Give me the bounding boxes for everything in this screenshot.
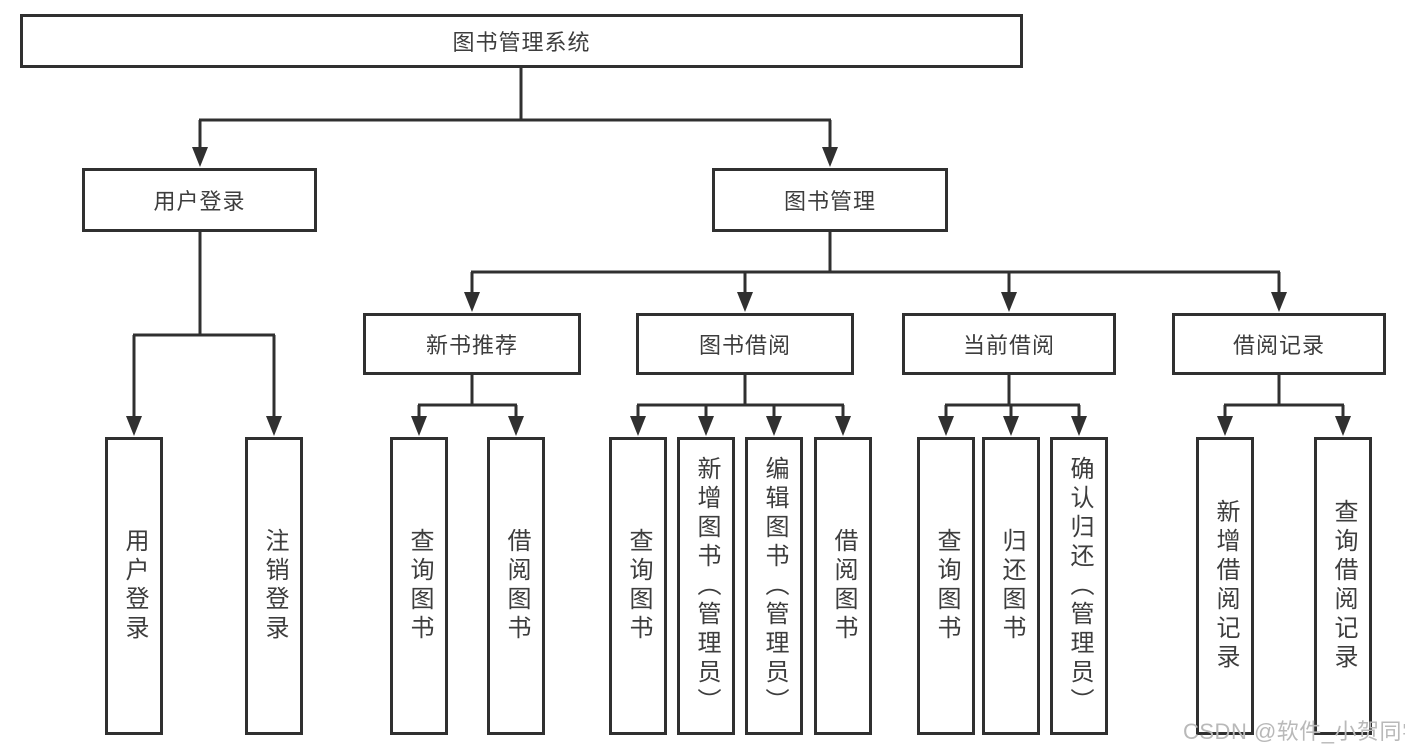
node-book-borrow-label: 图书借阅 [698, 333, 791, 358]
node-return-books: 归还图书 [982, 437, 1040, 735]
node-edit-books-admin-label: 编辑图书（管理员） [761, 455, 788, 717]
node-user-login-label: 用户登录 [153, 189, 246, 214]
node-query-books-borrow: 查询图书 [609, 437, 667, 735]
node-logout-leaf: 注销登录 [245, 437, 303, 735]
node-borrow-records: 借阅记录 [1172, 313, 1386, 375]
node-add-borrow-record-label: 新增借阅记录 [1212, 499, 1239, 673]
node-return-books-label: 归还图书 [998, 528, 1025, 644]
csdn-watermark: CSDN @软件_小贺同学 [1183, 719, 1405, 744]
node-query-books-recommend-label: 查询图书 [406, 528, 433, 644]
node-borrow-records-label: 借阅记录 [1232, 333, 1325, 358]
node-book-management: 图书管理 [712, 168, 948, 232]
node-add-books-admin: 新增图书（管理员） [677, 437, 735, 735]
node-user-login-leaf-label: 用户登录 [121, 528, 148, 644]
node-current-borrow-label: 当前借阅 [962, 333, 1055, 358]
node-borrow-books-recommend: 借阅图书 [487, 437, 545, 735]
node-query-borrow-record-label: 查询借阅记录 [1330, 499, 1357, 673]
node-add-borrow-record: 新增借阅记录 [1196, 437, 1254, 735]
node-query-books-current: 查询图书 [917, 437, 975, 735]
node-borrow-books-leaf: 借阅图书 [814, 437, 872, 735]
node-query-books-recommend: 查询图书 [390, 437, 448, 735]
node-query-borrow-record: 查询借阅记录 [1314, 437, 1372, 735]
node-query-books-borrow-label: 查询图书 [625, 528, 652, 644]
node-library-system-label: 图书管理系统 [452, 30, 591, 55]
node-user-login: 用户登录 [82, 168, 317, 232]
node-user-login-leaf: 用户登录 [105, 437, 163, 735]
node-add-books-admin-label: 新增图书（管理员） [693, 455, 720, 717]
node-book-borrow: 图书借阅 [636, 313, 854, 375]
node-current-borrow: 当前借阅 [902, 313, 1116, 375]
node-borrow-books-recommend-label: 借阅图书 [503, 528, 530, 644]
node-borrow-books-leaf-label: 借阅图书 [830, 528, 857, 644]
node-query-books-current-label: 查询图书 [933, 528, 960, 644]
node-book-management-label: 图书管理 [783, 189, 876, 214]
node-new-book-recommend: 新书推荐 [363, 313, 581, 375]
node-confirm-return-admin: 确认归还（管理员） [1050, 437, 1108, 735]
node-logout-leaf-label: 注销登录 [261, 528, 288, 644]
node-confirm-return-admin-label: 确认归还（管理员） [1066, 455, 1093, 717]
node-library-system: 图书管理系统 [20, 14, 1023, 68]
node-new-book-recommend-label: 新书推荐 [425, 333, 518, 358]
node-edit-books-admin: 编辑图书（管理员） [745, 437, 803, 735]
